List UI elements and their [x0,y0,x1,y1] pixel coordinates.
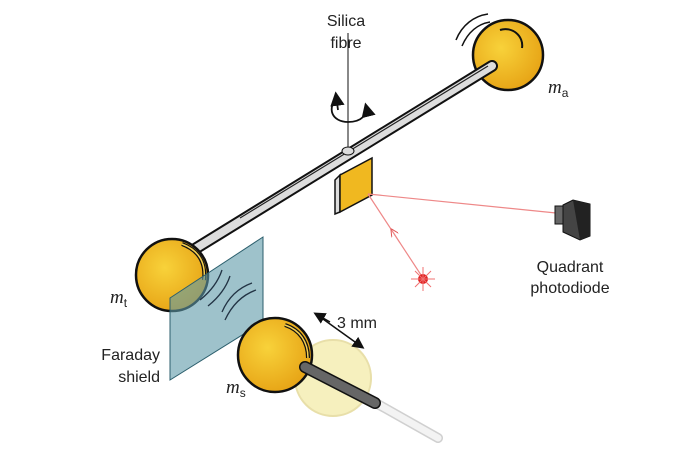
shield-label-2: shield [118,369,160,386]
source-mass-label: ms [226,377,246,400]
shield-label-1: Faraday [101,347,160,364]
distance-label: 3 mm [337,315,377,332]
source-mass-ghost [294,339,443,443]
photodiode-label-1: Quadrant [537,259,604,276]
laser-source-icon [411,267,435,291]
mirror [334,156,373,216]
rotation-arrow-icon [330,96,376,123]
photodiode-label-2: photodiode [530,280,609,297]
test-mass-label: mt [110,287,128,310]
vibration-marks [199,269,257,321]
attractor-mass-label: ma [548,77,569,100]
fibre-label-2: fibre [330,35,361,52]
fibre-label-1: Silica [327,13,365,30]
source-mass [236,316,381,409]
laser-beam [367,193,557,279]
fibre-clamp [341,146,355,156]
quadrant-photodiode-icon [554,199,591,241]
torsion-beam [184,60,498,258]
